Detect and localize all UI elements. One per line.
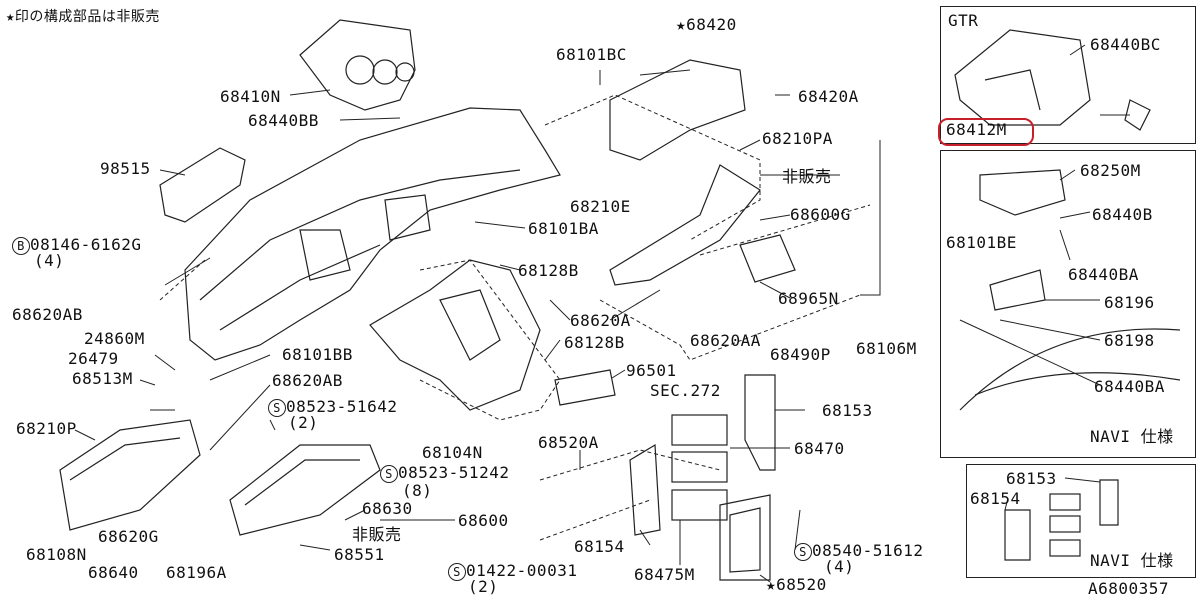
label-gtr-68412M: 68412M <box>946 120 1007 139</box>
label-68128B-2: 68128B <box>564 333 625 352</box>
label-68210E: 68210E <box>570 197 631 216</box>
label-68440BB: 68440BB <box>248 111 319 130</box>
label-98515: 98515 <box>100 159 151 178</box>
label-68420A: 68420A <box>798 87 859 106</box>
label-68490P: 68490P <box>770 345 831 364</box>
label-68620AB-1: 68620AB <box>12 305 83 324</box>
duct-68420 <box>609 59 746 161</box>
label-gtr-68440BC: 68440BC <box>1090 35 1161 54</box>
label-n1-68101BE: 68101BE <box>946 233 1017 252</box>
label-68630: 68630 <box>362 499 413 518</box>
star-68420: ★68420 <box>676 15 737 34</box>
label-68470: 68470 <box>794 439 845 458</box>
qty-01422: (2) <box>468 577 499 596</box>
star-icon: ★ <box>766 575 777 594</box>
label-68196A: 68196A <box>166 563 227 582</box>
label-68101BB: 68101BB <box>282 345 353 364</box>
label-68210PA: 68210PA <box>762 129 833 148</box>
navi-title-2: NAVI 仕様 <box>1090 551 1174 570</box>
label-sec272: SEC.272 <box>650 381 721 400</box>
star-icon: ★ <box>676 15 687 34</box>
label-n1-68440BA-2: 68440BA <box>1094 377 1165 396</box>
circled-s-icon: S <box>448 563 466 581</box>
label-68600: 68600 <box>458 511 509 530</box>
label-n1-68250M: 68250M <box>1080 161 1141 180</box>
circled-s-icon: S <box>268 399 286 417</box>
label-68620A: 68620A <box>570 311 631 330</box>
label-68128B-1: 68128B <box>518 261 579 280</box>
meter-hood <box>299 19 416 111</box>
circled-s-icon: S <box>794 543 812 561</box>
label-96501: 96501 <box>626 361 677 380</box>
label-n1-68440BA: 68440BA <box>1068 265 1139 284</box>
qty-08523-2: (8) <box>402 481 433 500</box>
panel-98515 <box>159 147 246 223</box>
star-68520: ★68520 <box>766 575 827 594</box>
diagram-id: A6800357 <box>1088 579 1170 598</box>
label-68965N: 68965N <box>778 289 839 308</box>
qty-08523-1: (2) <box>288 413 319 432</box>
gtr-title: GTR <box>948 11 979 30</box>
label-68101BA: 68101BA <box>528 219 599 238</box>
circled-s-icon: S <box>380 465 398 483</box>
not-sold-note: ★印の構成部品は非販売 <box>6 9 160 25</box>
gtr-hood <box>954 29 1091 126</box>
label-68620AA: 68620AA <box>690 331 761 350</box>
lid-68108N <box>59 419 201 531</box>
label-68640: 68640 <box>88 563 139 582</box>
label-68520A: 68520A <box>538 433 599 452</box>
label-68513M: 68513M <box>72 369 133 388</box>
label-26479: 26479 <box>68 349 119 368</box>
gtr-panel <box>940 6 1196 144</box>
label-68154: 68154 <box>574 537 625 556</box>
qty-08540: (4) <box>824 557 855 576</box>
label-68620G: 68620G <box>98 527 159 546</box>
label-68410N: 68410N <box>220 87 281 106</box>
label-68475M: 68475M <box>634 565 695 584</box>
label-68104N: 68104N <box>422 443 483 462</box>
label-68101BC: 68101BC <box>556 45 627 64</box>
label-n1-68440B: 68440B <box>1092 205 1153 224</box>
label-n2-68154: 68154 <box>970 489 1021 508</box>
navi-panel-2 <box>966 464 1196 578</box>
label-68153: 68153 <box>822 401 873 420</box>
label-24860M: 24860M <box>84 329 145 348</box>
label-68210P: 68210P <box>16 419 77 438</box>
not-sold-trim: 非販売 <box>782 167 832 186</box>
label-n1-68196: 68196 <box>1104 293 1155 312</box>
qty-08146: (4) <box>34 251 65 270</box>
label-n2-68153: 68153 <box>1006 469 1057 488</box>
dashboard-shape <box>184 107 561 361</box>
label-68106M: 68106M <box>856 339 917 358</box>
label-68108N: 68108N <box>26 545 87 564</box>
highlight-68412M <box>938 118 1034 146</box>
circled-b-icon: B <box>12 237 30 255</box>
not-sold-glovebox: 非販売 <box>352 525 402 544</box>
label-n1-68198: 68198 <box>1104 331 1155 350</box>
label-68620AB-2: 68620AB <box>272 371 343 390</box>
label-68600G: 68600G <box>790 205 851 224</box>
label-68551: 68551 <box>334 545 385 564</box>
center-console <box>369 259 541 411</box>
trim-68210PA <box>609 164 761 286</box>
glovebox <box>229 444 381 536</box>
navi-title-1: NAVI 仕様 <box>1090 427 1174 446</box>
